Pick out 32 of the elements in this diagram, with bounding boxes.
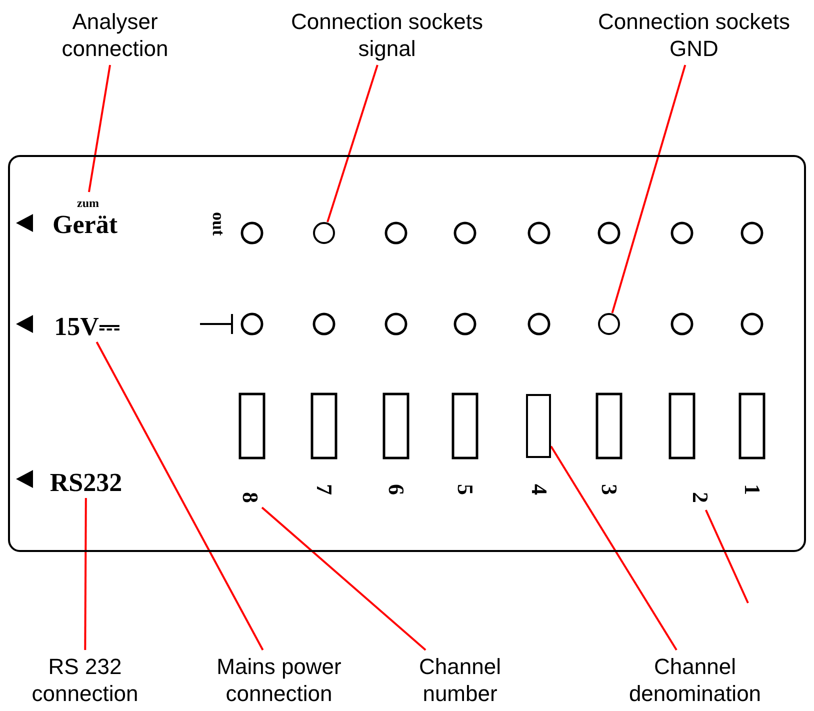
- channel-number: 7: [312, 484, 336, 495]
- callout-text: Analyser connection: [50, 5, 180, 65]
- port-label: RS232: [50, 468, 122, 498]
- panel-outline: [8, 155, 806, 552]
- port-label: Gerät: [52, 210, 118, 240]
- leader-line: [611, 64, 686, 314]
- channel-number: 5: [453, 484, 477, 495]
- callout-text: Channel number: [405, 650, 515, 710]
- socket-circle: [313, 222, 335, 244]
- channel-number: 3: [597, 484, 621, 495]
- label-field: [526, 394, 551, 458]
- channel-number: 6: [384, 484, 408, 495]
- callout-text: RS 232 connection: [10, 650, 160, 710]
- callout-text: Mains power connection: [195, 650, 363, 710]
- socket-row-label: out: [209, 212, 227, 236]
- leader-line: [550, 446, 678, 651]
- socket-circle: [598, 313, 620, 335]
- channel-number: 8: [238, 484, 262, 510]
- leader-line: [88, 64, 112, 192]
- port-label: 15V⎓: [54, 312, 120, 342]
- channel-number: 1: [740, 484, 764, 495]
- callout-text: Channel denomination: [605, 650, 785, 710]
- callout-text: Connection sockets signal: [262, 5, 512, 65]
- callout-text: Connection sockets GND: [576, 5, 812, 65]
- leader-line: [326, 64, 378, 222]
- channel-number: 2: [688, 484, 712, 510]
- channel-number: 4: [527, 484, 551, 495]
- leader-line: [704, 510, 749, 604]
- leader-line: [84, 498, 87, 650]
- leader-line: [96, 342, 264, 650]
- leader-line: [261, 506, 426, 651]
- port-caption: zum: [77, 196, 99, 210]
